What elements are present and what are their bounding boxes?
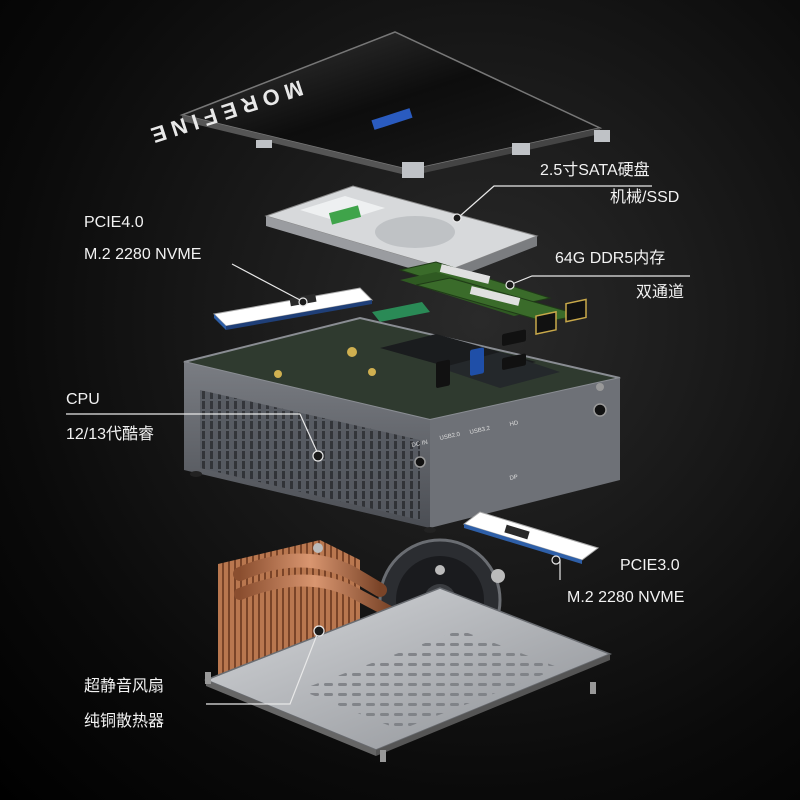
- usb3-port: [470, 347, 484, 376]
- cpu-subtitle: 12/13代酷睿: [66, 426, 155, 443]
- heatpipe-1: [233, 553, 387, 597]
- power-button: [596, 383, 604, 391]
- pcie3-title: PCIE3.0: [620, 557, 680, 574]
- dc-in-port: [414, 456, 426, 468]
- audio-jack: [593, 403, 607, 417]
- cooler-title: 超静音风扇: [84, 678, 165, 695]
- heatpipe-2: [234, 574, 396, 618]
- io-ports: DC IN USB2.0 USB3.2 HD DP: [411, 298, 607, 482]
- sata-title: 2.5寸SATA硬盘: [540, 162, 650, 179]
- pcie3-ssd: [462, 511, 600, 564]
- cpu-title: CPU: [66, 391, 100, 408]
- sata-subtitle: 机械/SSD: [610, 189, 680, 206]
- hd-label: HD: [509, 420, 519, 428]
- screws: [205, 672, 596, 762]
- sata-drive: [264, 185, 539, 280]
- ethernet-port-2: [565, 298, 587, 323]
- usb2-label: USB2.0: [439, 432, 461, 442]
- pcie4-subtitle: M.2 2280 NVME: [84, 246, 202, 263]
- side-vents: [200, 390, 420, 520]
- usb2-port: [436, 359, 450, 388]
- pcie4-callout-line: [231, 263, 301, 301]
- callout-lines: [66, 185, 690, 705]
- lid-sticker: [371, 108, 413, 130]
- ddr5-title: 64G DDR5内存: [555, 250, 666, 267]
- ddr5-subtitle: 双通道: [636, 284, 685, 301]
- cpu-callout-line: [66, 413, 319, 455]
- top-lid: MOREFINE: [142, 31, 610, 178]
- dp-port: [502, 353, 526, 370]
- sata-callout-line: [459, 185, 652, 217]
- dc-in-label: DC IN: [411, 440, 428, 449]
- usb3-label: USB3.2: [469, 426, 491, 436]
- ddr5-callout-line: [511, 275, 690, 285]
- dp-label: DP: [509, 474, 518, 482]
- cooler-subtitle: 纯铜散热器: [84, 713, 165, 730]
- hdmi-port: [502, 329, 526, 346]
- pcie3-subtitle: M.2 2280 NVME: [567, 589, 685, 606]
- wifi-card: [372, 302, 430, 322]
- lid-mounting-tabs: [256, 130, 610, 178]
- base-plate: [203, 587, 613, 762]
- cooler-callout-line: [206, 631, 319, 705]
- ethernet-port-1: [535, 310, 557, 335]
- pcie4-title: PCIE4.0: [84, 214, 144, 231]
- main-chassis: DC IN USB2.0 USB3.2 HD DP: [183, 298, 621, 533]
